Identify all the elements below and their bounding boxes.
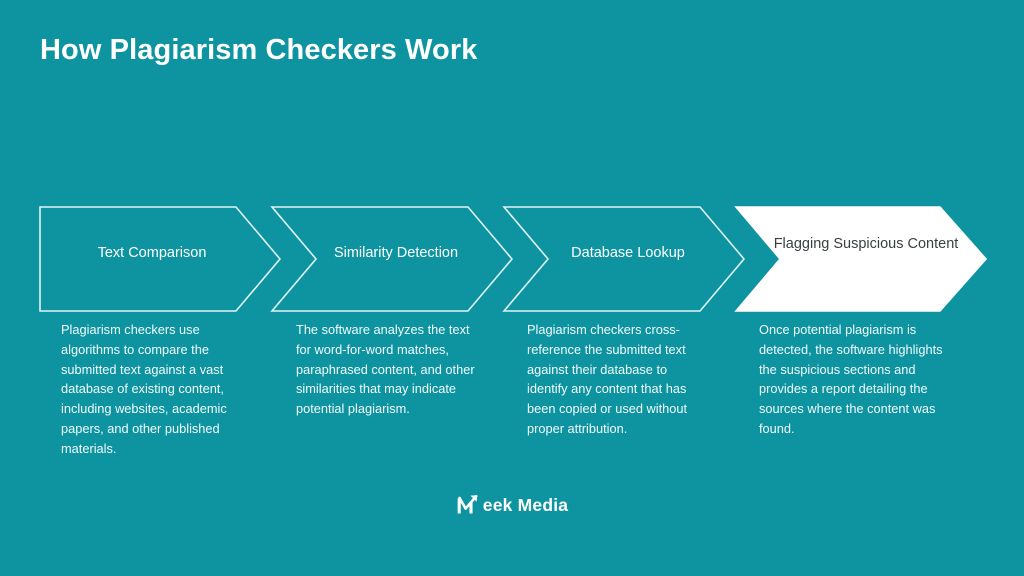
process-step-description-3: Plagiarism checkers cross-reference the … (527, 322, 688, 437)
process-step-description-4: Once potential plagiarism is detected, t… (759, 322, 943, 437)
process-flow-band (0, 205, 1024, 313)
brand-logo: eek Media (0, 490, 1024, 520)
chevron-shape-step-1[interactable] (39, 206, 282, 312)
growth-arrow-m-icon (457, 494, 478, 514)
process-chevrons-graphic (39, 206, 988, 312)
process-step-label-3: Database Lookup (571, 245, 685, 261)
process-step-label-2: Similarity Detection (333, 245, 459, 261)
chevron-shape-step-3[interactable] (502, 206, 746, 312)
chevron-shape-step-2[interactable] (270, 206, 514, 312)
process-step-label-1: Text Comparison (97, 245, 207, 261)
chevron-shape-step-4[interactable] (734, 206, 988, 312)
page-title: How Plagiarism Checkers Work (40, 34, 478, 66)
process-step-description-1: Plagiarism checkers use algorithms to co… (61, 322, 227, 456)
process-step-label-4: Flagging Suspicious Content (773, 236, 959, 252)
brand-logo-text: eek Media (482, 495, 569, 516)
process-step-description-2: The software analyzes the text for word-… (296, 322, 475, 417)
